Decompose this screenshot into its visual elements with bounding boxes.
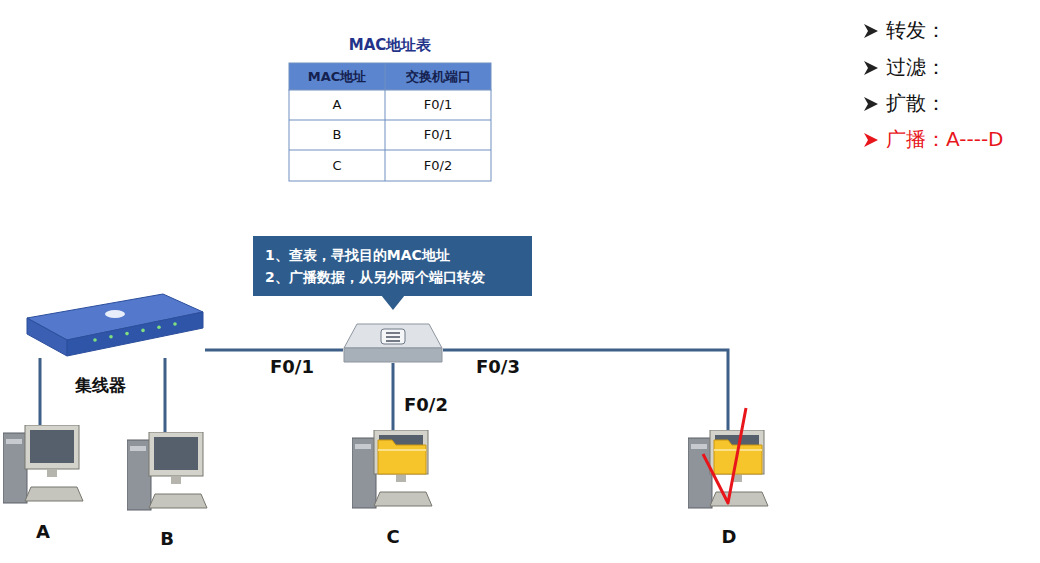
mac-table-grid xyxy=(289,63,491,181)
callout-pointer xyxy=(373,295,413,311)
list-item: 扩散： xyxy=(886,90,946,117)
callout-box: 1、查表，寻找目的MAC地址2、广播数据，从另外两个端口转发 xyxy=(253,236,532,296)
table-cell: F0/1 xyxy=(385,120,491,150)
table-header: MAC地址 xyxy=(289,63,385,90)
list-item: 转发： xyxy=(886,17,946,44)
callout-text: 1、查表，寻找目的MAC地址 xyxy=(265,244,520,266)
hub-icon xyxy=(25,292,205,358)
table-cell: B xyxy=(289,120,385,150)
port-label: F0/1 xyxy=(268,356,316,377)
network-cable xyxy=(39,358,42,425)
network-cable xyxy=(164,358,167,432)
switch-node: 1、查表，寻找目的MAC地址2、广播数据，从另外两个端口转发 xyxy=(253,236,532,376)
table-cell: A xyxy=(289,90,385,120)
callout-text: 2、广播数据，从另外两个端口转发 xyxy=(265,266,520,288)
computer-icon xyxy=(352,430,434,510)
bullet-arrows xyxy=(864,24,878,147)
computer-label: C xyxy=(352,526,434,547)
table-header: 交换机端口 xyxy=(385,63,491,90)
computer-icon xyxy=(127,432,209,512)
list-item-highlight: 广播：A----D xyxy=(886,126,1004,153)
hub-label: 集线器 xyxy=(25,374,175,397)
computer-label: D xyxy=(688,526,770,547)
table-cell: F0/2 xyxy=(385,150,491,181)
table-title: MAC地址表 xyxy=(289,36,491,55)
table-cell: C xyxy=(289,150,385,181)
list-item: 过滤： xyxy=(886,54,946,81)
computer-icon xyxy=(3,425,85,505)
computer-icon xyxy=(688,430,770,510)
computer-label: B xyxy=(127,528,207,549)
computer-label: A xyxy=(3,521,83,542)
port-label: F0/2 xyxy=(402,394,450,415)
port-label: F0/3 xyxy=(474,356,522,377)
network-cable xyxy=(205,349,343,352)
switch-icon xyxy=(343,318,443,363)
table-cell: F0/1 xyxy=(385,90,491,120)
network-cable xyxy=(443,350,728,430)
network-cable xyxy=(392,363,395,430)
